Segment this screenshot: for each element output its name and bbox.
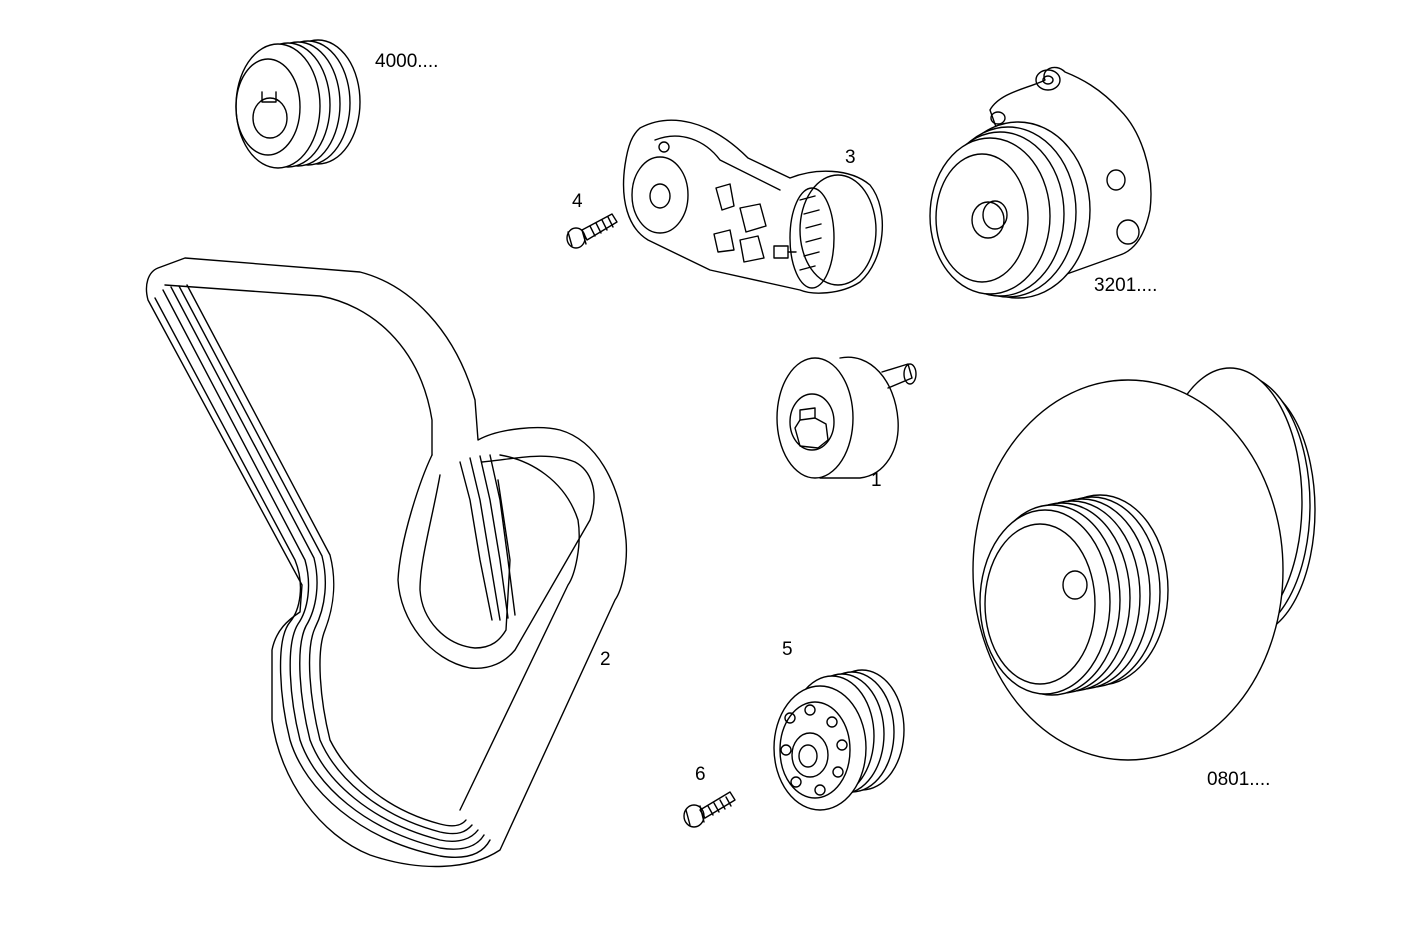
callout-water-pump: 3201.... xyxy=(1094,275,1157,296)
idler-roller xyxy=(776,356,917,479)
callout-belt-tensioner: 3 xyxy=(845,147,856,168)
callout-idler-pulley: 5 xyxy=(782,639,793,660)
crankshaft-damper xyxy=(972,367,1316,761)
water-pump xyxy=(929,66,1152,299)
callout-idler-roller: 1 xyxy=(871,470,882,491)
alternator-pulley xyxy=(235,39,361,169)
callout-crankshaft-damper: 0801.... xyxy=(1207,769,1270,790)
poly-v-belt xyxy=(145,257,628,868)
callout-pulley-screw: 6 xyxy=(695,764,706,785)
belt-tensioner xyxy=(622,119,883,294)
idler-pulley xyxy=(773,669,905,811)
tensioner-screw xyxy=(566,213,618,249)
callout-poly-v-belt: 2 xyxy=(600,649,611,670)
pulley-screw xyxy=(683,791,736,828)
callout-tensioner-screw: 4 xyxy=(572,191,583,212)
callout-alternator-pulley: 4000.... xyxy=(375,51,438,72)
